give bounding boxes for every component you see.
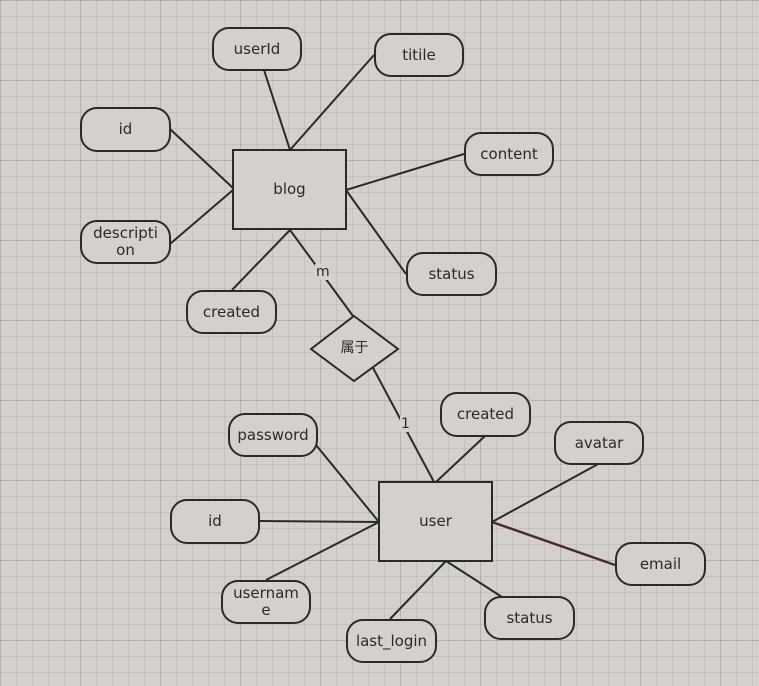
attribute-blog-status[interactable]: status bbox=[406, 252, 497, 296]
relationship-diamond-shape bbox=[309, 314, 400, 383]
entity-user[interactable]: user bbox=[378, 481, 493, 562]
connector-user-email bbox=[491, 520, 616, 567]
attribute-user-created[interactable]: created bbox=[440, 392, 531, 437]
entity-blog[interactable]: blog bbox=[232, 149, 347, 230]
connector-user-status bbox=[445, 560, 503, 598]
attribute-blog-userid[interactable]: userId bbox=[212, 27, 302, 71]
attribute-user-username[interactable]: usernam e bbox=[221, 580, 311, 624]
attribute-blog-description[interactable]: descripti on bbox=[80, 220, 171, 264]
connector-user-password bbox=[315, 444, 380, 523]
attribute-user-status[interactable]: status bbox=[484, 596, 575, 640]
attribute-user-avatar[interactable]: avatar bbox=[554, 421, 644, 465]
attribute-user-password[interactable]: password bbox=[228, 413, 318, 457]
attribute-blog-titile[interactable]: titile bbox=[374, 33, 464, 77]
connector-user-avatar bbox=[491, 462, 601, 523]
connector-blog-status bbox=[345, 189, 407, 275]
attribute-user-last-login[interactable]: last_login bbox=[346, 619, 437, 663]
connector-blog-description bbox=[169, 189, 234, 245]
connector-user-created bbox=[435, 435, 486, 483]
connector-blog-userid bbox=[263, 69, 291, 151]
attribute-blog-content[interactable]: content bbox=[464, 132, 554, 176]
connector-blog-content bbox=[345, 153, 465, 191]
connector-user-id bbox=[259, 520, 380, 523]
relationship-label[interactable]: 属于 bbox=[340, 340, 369, 356]
cardinality-blog-label: m bbox=[315, 264, 331, 280]
attribute-blog-id[interactable]: id bbox=[80, 107, 171, 152]
connector-user-username bbox=[265, 521, 380, 581]
connector-user-last-login bbox=[389, 560, 447, 620]
cardinality-user-label: 1 bbox=[400, 416, 411, 432]
attribute-user-email[interactable]: email bbox=[615, 542, 706, 586]
attribute-user-id[interactable]: id bbox=[170, 499, 260, 544]
connector-blog-titile bbox=[289, 54, 375, 151]
attribute-blog-created[interactable]: created bbox=[186, 290, 277, 334]
connector-blog-created bbox=[231, 229, 291, 291]
connector-blog-id bbox=[169, 128, 234, 189]
